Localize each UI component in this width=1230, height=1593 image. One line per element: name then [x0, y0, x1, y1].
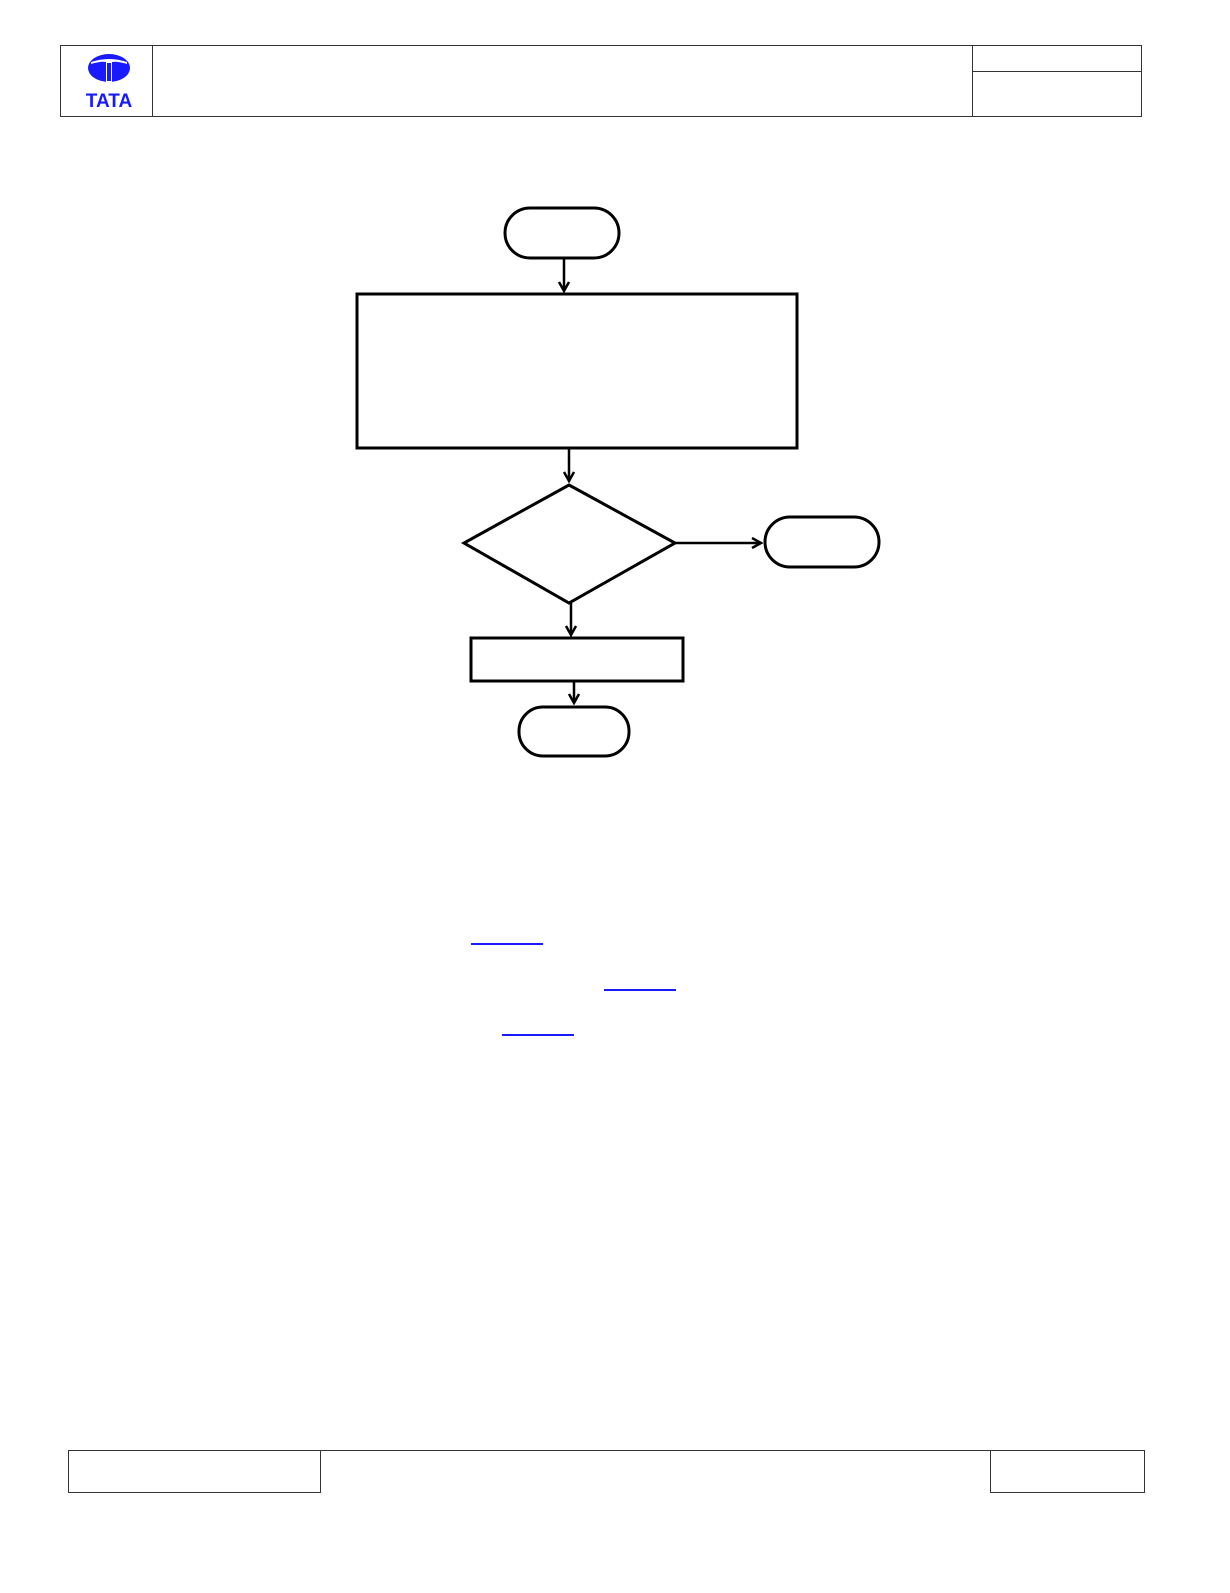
process-box-1 — [355, 292, 799, 450]
end-terminal — [517, 705, 631, 758]
footer-right-box — [990, 1450, 1145, 1493]
page-header: TATA — [60, 45, 1142, 117]
footer-divider — [320, 1450, 991, 1451]
header-title — [153, 46, 973, 116]
logo-cell: TATA — [61, 46, 153, 116]
reference-link-1[interactable] — [471, 943, 543, 945]
footer-left-box — [68, 1450, 321, 1493]
start-terminal — [503, 206, 621, 260]
reference-link-3[interactable] — [502, 1034, 574, 1036]
reference-link-2[interactable] — [604, 989, 676, 991]
header-doc-ref — [973, 46, 1141, 72]
svg-text:TATA: TATA — [86, 91, 133, 112]
tata-logo: TATA — [86, 54, 133, 112]
decision-diamond — [460, 483, 679, 605]
side-terminal — [763, 515, 881, 569]
process-box-2 — [469, 636, 685, 683]
